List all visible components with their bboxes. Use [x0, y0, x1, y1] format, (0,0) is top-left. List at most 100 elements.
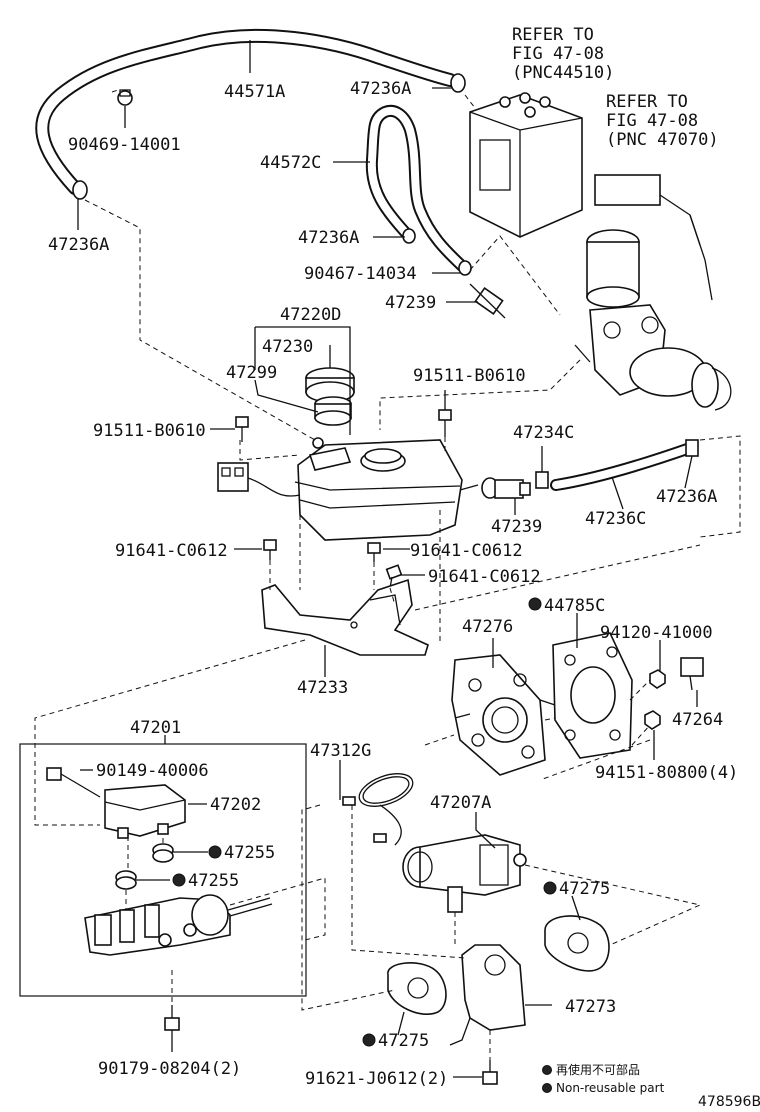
gasket-47275-a [544, 915, 610, 972]
bolt-91511-left [235, 416, 249, 442]
non-reusable-dot-icon [543, 881, 557, 895]
connector-47239-bottom [481, 477, 531, 499]
strainer-47299 [314, 396, 352, 426]
label-47236C: 47236C [585, 509, 646, 529]
legend-dot-icon [542, 1083, 552, 1093]
booster-assembly-47207A [402, 834, 527, 913]
label-47201: 47201 [130, 718, 181, 738]
label-91641-b: 91641-C0612 [410, 541, 523, 561]
legend-jp: 再使用不可部品 [556, 1062, 640, 1077]
refer-line1: REFER TO [512, 25, 594, 45]
label-47234C: 47234C [513, 423, 574, 443]
label-47255-b: 47255 [172, 871, 239, 891]
label-47276: 47276 [462, 617, 513, 637]
pump-motor-assembly [574, 174, 732, 411]
label-91511-right: 91511-B0610 [413, 366, 526, 386]
label-47255-a: 47255 [208, 843, 275, 863]
label-47239-top: 47239 [385, 293, 436, 313]
label-47275-b-text: 47275 [378, 1031, 429, 1051]
reservoir-47220D [294, 437, 479, 541]
bolt-90149 [46, 767, 101, 798]
label-47312G: 47312G [310, 741, 371, 761]
label-47233: 47233 [297, 678, 348, 698]
label-44785C: 44785C [528, 596, 605, 616]
non-reusable-dot-icon [528, 597, 542, 611]
refer-line2: FIG 47-08 [512, 44, 604, 64]
label-90179-08204: 90179-08204(2) [98, 1059, 241, 1079]
nut-94151 [644, 710, 661, 730]
label-90469-14001: 90469-14001 [68, 135, 181, 155]
label-47275-a-text: 47275 [559, 879, 610, 899]
gasket-44785C [552, 632, 633, 759]
bracket-47233 [261, 578, 429, 656]
bolt-91641-a [263, 539, 277, 560]
spacer-47276 [451, 654, 556, 776]
gasket-47275-b [387, 962, 447, 1015]
bolt-90179 [164, 1005, 180, 1031]
reservoir-47202 [104, 784, 186, 839]
hose-44572C [365, 105, 472, 276]
grommet-47255-a [152, 843, 174, 863]
label-47236A-right: 47236A [656, 487, 717, 507]
legend-en: Non-reusable part [556, 1081, 665, 1095]
label-44571A: 44571A [224, 82, 285, 102]
label-47264: 47264 [672, 710, 723, 730]
figure-id: 478596B [698, 1094, 760, 1110]
legend-dot-icon [542, 1065, 552, 1075]
hose-47236C [550, 439, 699, 491]
label-90467-14034: 90467-14034 [304, 264, 417, 284]
label-91621-J0612: 91621-J0612(2) [305, 1069, 448, 1089]
label-47236A-mid: 47236A [298, 228, 359, 248]
level-sensor-connector [217, 462, 301, 497]
non-reusable-dot-icon [172, 873, 186, 887]
label-47220D: 47220D [280, 305, 341, 325]
label-47299: 47299 [226, 363, 277, 383]
brake-actuator-box [469, 92, 583, 238]
refer-line2: FIG 47-08 [606, 111, 698, 131]
refer-note-47070: REFER TO FIG 47-08 (PNC 47070) [606, 92, 719, 150]
connector-47239-top [469, 283, 506, 319]
label-47202: 47202 [210, 795, 261, 815]
clamp-47234C [535, 471, 549, 489]
bracket-47273 [449, 944, 526, 1060]
bolt-91641-b [367, 542, 381, 562]
sensor-47312G [342, 773, 414, 846]
refer-line3: (PNC44510) [512, 63, 614, 83]
bolt-91511-right [438, 409, 452, 437]
label-47273: 47273 [565, 997, 616, 1017]
label-91641-c: 91641-C0612 [428, 567, 541, 587]
grommet-47255-b [115, 870, 137, 890]
clip-47264 [680, 657, 704, 691]
refer-note-44510: REFER TO FIG 47-08 (PNC44510) [512, 25, 614, 83]
label-94151-80800: 94151-80800(4) [595, 763, 738, 783]
non-reusable-dot-icon [208, 845, 222, 859]
label-91511-left: 91511-B0610 [93, 421, 206, 441]
label-47239-bottom: 47239 [491, 517, 542, 537]
label-90149-40006: 90149-40006 [96, 761, 209, 781]
label-47275-a: 47275 [543, 879, 610, 899]
reservoir-cap-47230 [305, 367, 355, 403]
refer-line1: REFER TO [606, 92, 688, 112]
alignment-lines [34, 89, 741, 1011]
label-47255-b-text: 47255 [188, 871, 239, 891]
label-47236A-left: 47236A [48, 235, 109, 255]
label-47255-a-text: 47255 [224, 843, 275, 863]
label-44572C: 44572C [260, 153, 321, 173]
master-cylinder-group-box [19, 743, 307, 997]
label-47207A: 47207A [430, 793, 491, 813]
refer-line3: (PNC 47070) [606, 130, 719, 150]
label-47230: 47230 [262, 337, 313, 357]
master-cylinder-47201 [84, 894, 273, 956]
label-44785C-text: 44785C [544, 596, 605, 616]
legend: 再使用不可部品 Non-reusable part [542, 1062, 665, 1095]
label-47275-b: 47275 [362, 1031, 429, 1051]
leader-lines [77, 40, 698, 1078]
label-94120-41000: 94120-41000 [600, 623, 713, 643]
non-reusable-dot-icon [362, 1033, 376, 1047]
bolt-91621 [482, 1060, 498, 1085]
label-91641-a: 91641-C0612 [115, 541, 228, 561]
hose-44571A [35, 28, 466, 200]
label-47236A-top: 47236A [350, 79, 411, 99]
nut-94120 [649, 669, 666, 689]
